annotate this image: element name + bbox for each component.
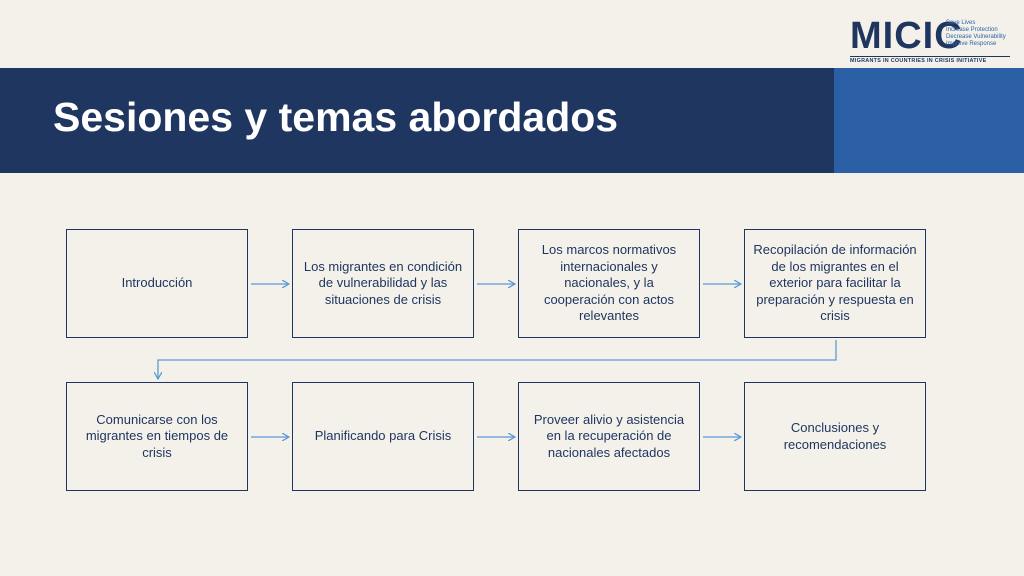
step-box-conclusiones: Conclusiones y recomendaciones [744, 382, 926, 491]
step-label: Recopilación de información de los migra… [753, 242, 917, 324]
logo-tagline: Decrease Vulnerability [946, 34, 1006, 40]
logo-tagline: Increase Protection [946, 27, 998, 33]
step-label: Los migrantes en condición de vulnerabil… [303, 258, 463, 307]
micic-logo: MICIC Save Lives Increase Protection Dec… [850, 16, 1010, 64]
logo-wordmark: MICIC [850, 15, 963, 57]
title-band [0, 68, 834, 173]
page-title: Sesiones y temas abordados [53, 94, 619, 140]
step-label: Proveer alivio y asistencia en la recupe… [533, 411, 685, 460]
step-label: Introducción [121, 275, 193, 291]
step-box-proveer-alivio: Proveer alivio y asistencia en la recupe… [518, 382, 700, 491]
logo-divider [850, 56, 1010, 57]
step-label: Planificando para Crisis [314, 428, 452, 444]
logo-tagline: Improve Response [946, 41, 997, 47]
step-label: Comunicarse con los migrantes en tiempos… [85, 411, 229, 460]
step-label: Conclusiones y recomendaciones [783, 420, 887, 452]
step-box-introduccion: Introducción [66, 229, 248, 338]
accent-band [834, 68, 1024, 173]
step-box-recopilacion-informacion: Recopilación de información de los migra… [744, 229, 926, 338]
logo-subtitle: MIGRANTS IN COUNTRIES IN CRISIS INITIATI… [850, 58, 987, 64]
arrow-4-to-5 [158, 340, 837, 379]
step-box-comunicarse: Comunicarse con los migrantes en tiempos… [66, 382, 248, 491]
step-box-planificando: Planificando para Crisis [292, 382, 474, 491]
step-box-marcos-normativos: Los marcos normativos internacionales y … [518, 229, 700, 338]
step-box-migrantes-vulnerabilidad: Los migrantes en condición de vulnerabil… [292, 229, 474, 338]
step-label: Los marcos normativos internacionales y … [541, 242, 677, 324]
logo-tagline: Save Lives [946, 20, 976, 26]
logo-taglines: Save Lives Increase Protection Decrease … [946, 20, 1012, 48]
